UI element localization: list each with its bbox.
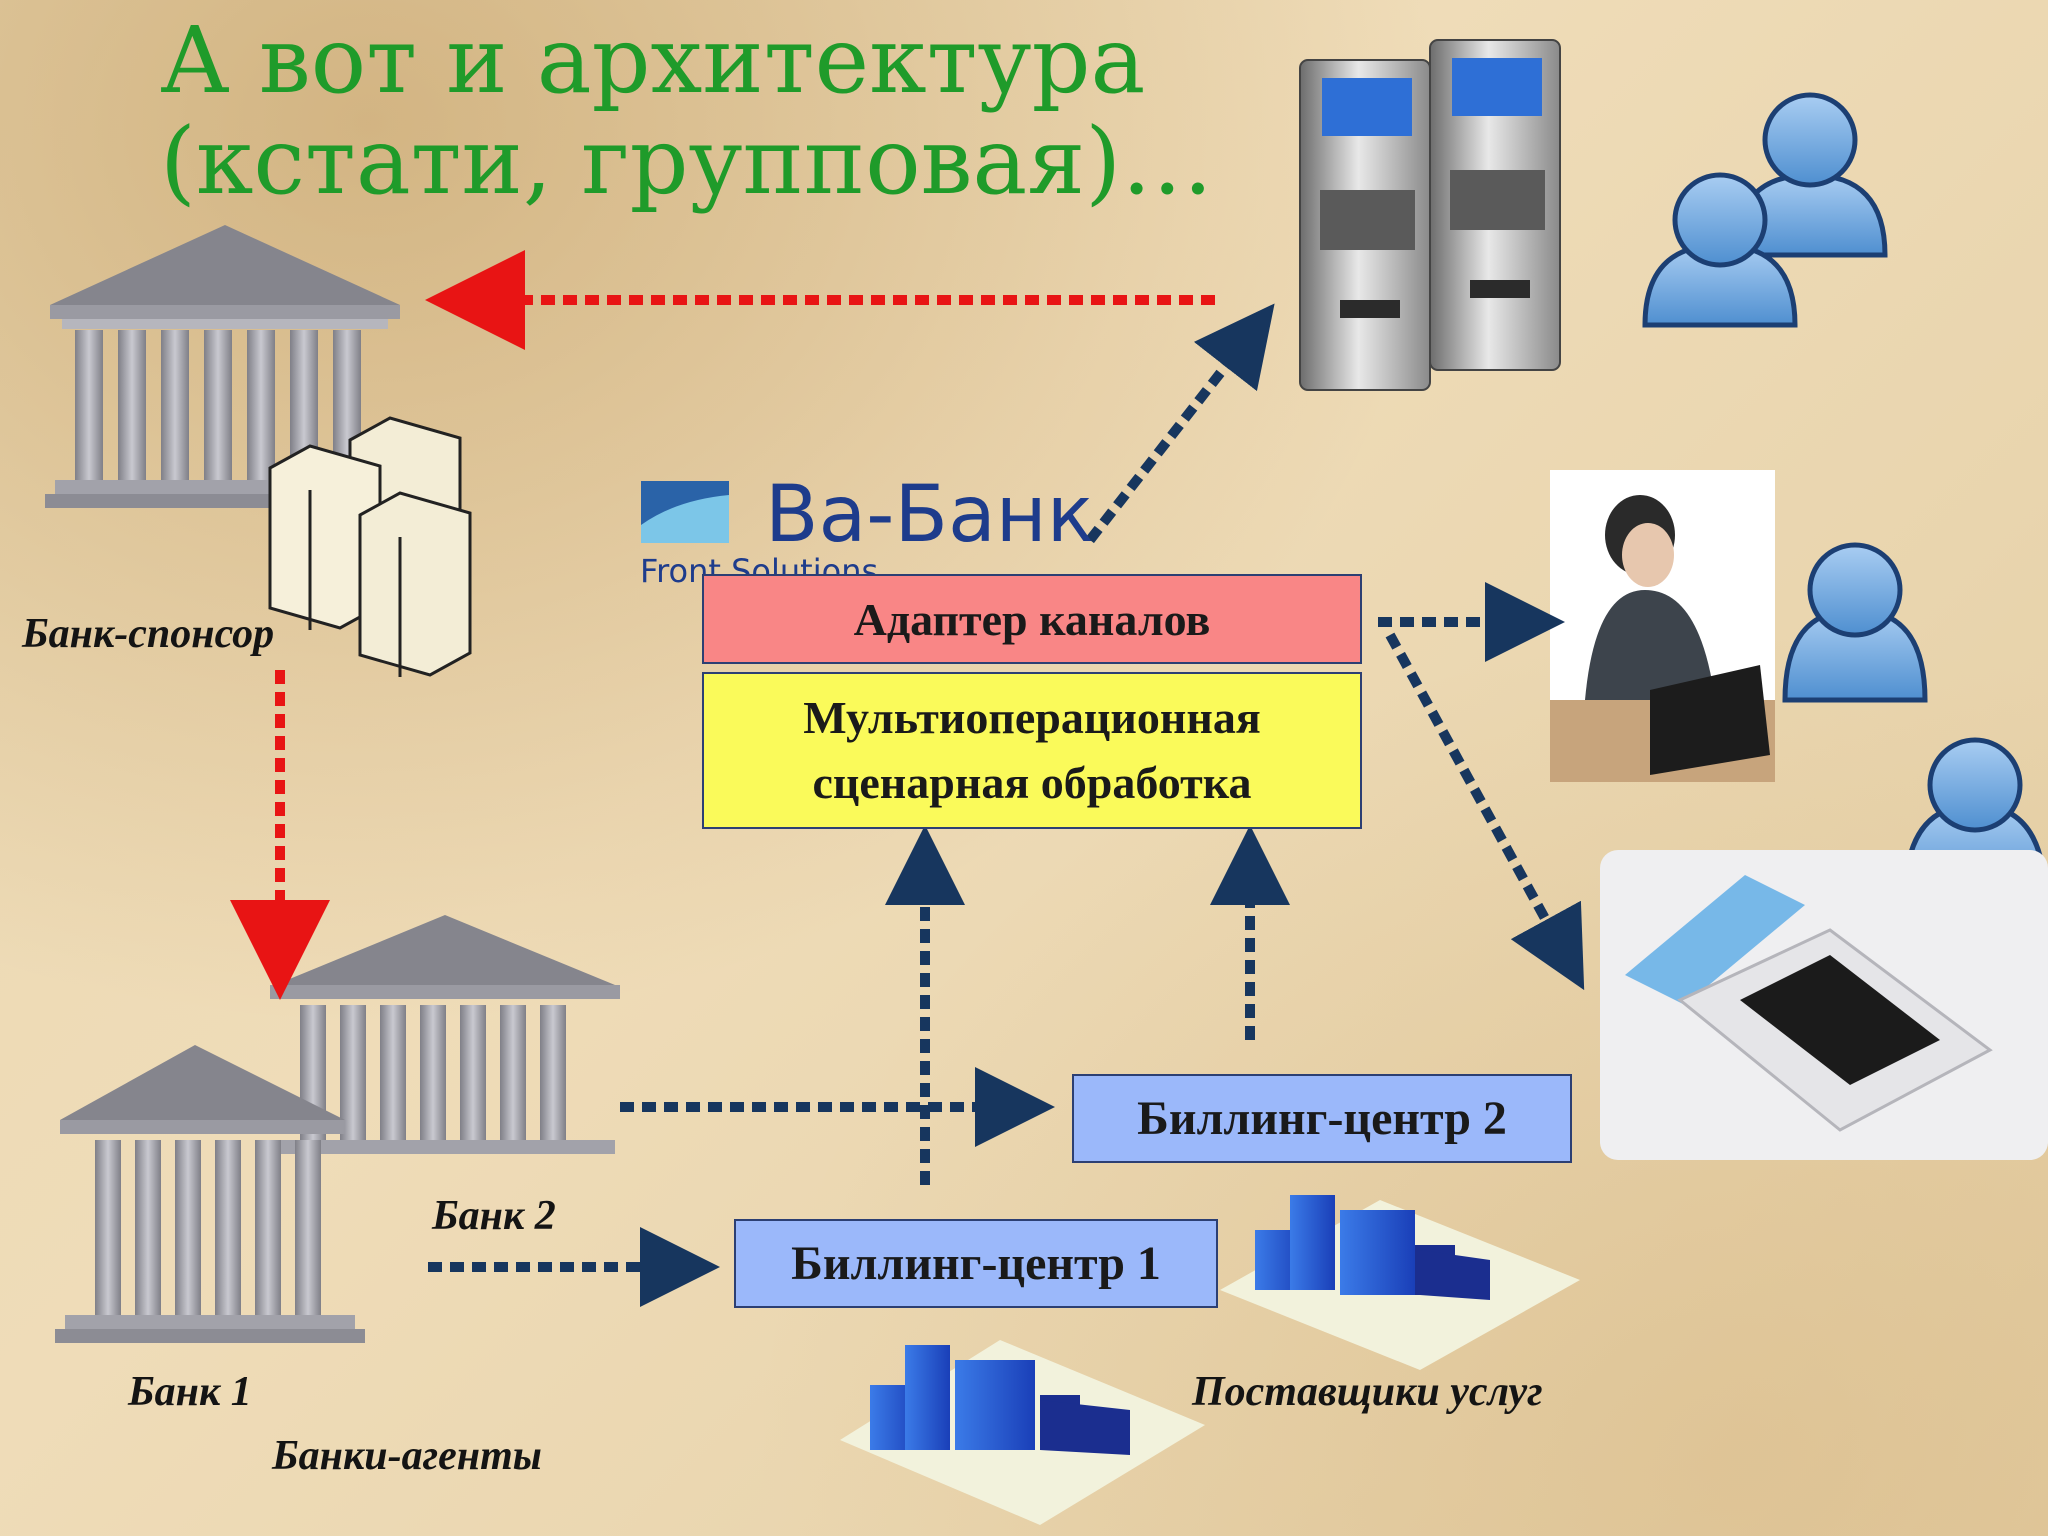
- server-cluster-icon: [268, 416, 472, 677]
- arrow-logo-to-kiosk: [1086, 303, 1275, 544]
- card-reader-device: [1600, 850, 2048, 1160]
- office-buildings-icon-2: [840, 1340, 1205, 1525]
- connection-arrows: [230, 250, 1585, 1307]
- bank-2-label: Банк 2: [432, 1193, 556, 1239]
- user-group-icon: [1642, 92, 1888, 328]
- logo-name: Ва-Банк: [765, 470, 1094, 560]
- office-buildings-icon-1: [1220, 1195, 1580, 1370]
- operator-photo: [1550, 470, 1775, 782]
- billing-center-1-label: Биллинг-центр 1: [791, 1237, 1161, 1290]
- arrow-adapter-to-device: [1385, 632, 1585, 991]
- processing-line-2: сценарная обработка: [812, 756, 1252, 808]
- billing-center-2-box: Биллинг-центр 2: [1072, 1074, 1572, 1163]
- bank-sponsor-icon: [45, 225, 405, 508]
- slide-title: А вот и архитектура (кстати, групповая)…: [160, 10, 1260, 212]
- bank-1-label: Банк 1: [128, 1369, 252, 1415]
- kiosk-terminal-icon: [1299, 39, 1561, 391]
- sponsor-bank-label: Банк-спонсор: [22, 611, 275, 657]
- agent-banks-icon: [55, 915, 620, 1343]
- billing-center-2-label: Биллинг-центр 2: [1137, 1092, 1507, 1145]
- processing-line-1: Мультиоперационная: [803, 692, 1261, 744]
- user-icon-operator: [1782, 542, 1928, 703]
- service-providers-label: Поставщики услуг: [1192, 1369, 1543, 1415]
- title-line-1: А вот и архитектура: [160, 7, 1146, 114]
- agent-banks-label: Банки-агенты: [272, 1433, 542, 1479]
- channel-adapter-box: Адаптер каналов: [702, 574, 1362, 664]
- channel-adapter-label: Адаптер каналов: [853, 593, 1211, 645]
- scenario-processing-box: Мультиоперационная сценарная обработка: [702, 672, 1362, 829]
- title-line-2: (кстати, групповая)…: [160, 108, 1214, 216]
- billing-center-1-box: Биллинг-центр 1: [734, 1219, 1218, 1308]
- logo-mark-icon: [641, 481, 729, 543]
